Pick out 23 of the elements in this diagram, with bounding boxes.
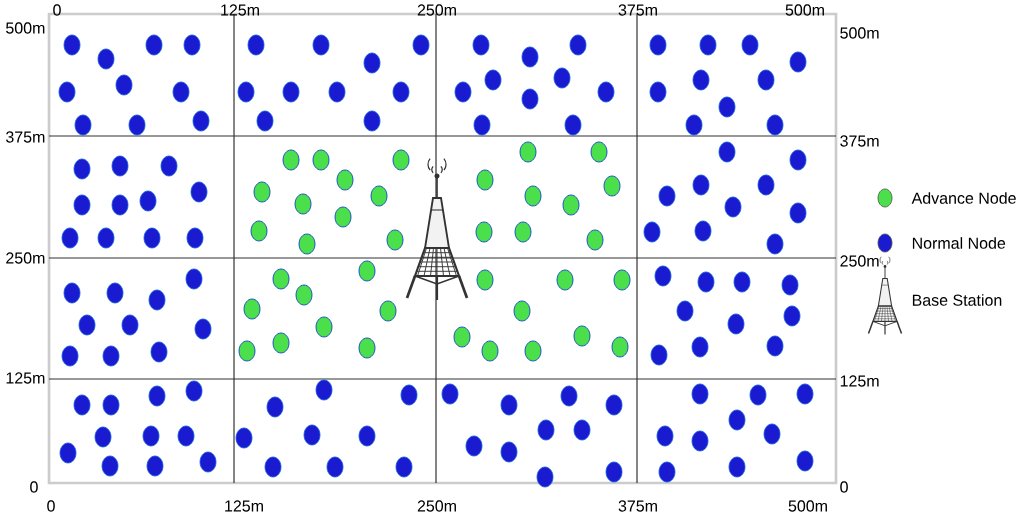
axis-tick-label: 125m	[225, 500, 263, 512]
axis-tick-label: 250m	[6, 252, 45, 264]
legend-label: Normal Node	[912, 237, 1006, 249]
axis-tick-label: 375m	[618, 4, 657, 16]
axis-tick-label: 125m	[6, 372, 45, 384]
axis-tick-label: 500m	[788, 500, 827, 512]
axis-tick-label: 0	[840, 481, 848, 493]
axis-tick-label: 0	[47, 500, 55, 512]
axis-tick-label: 500m	[840, 27, 879, 39]
axis-tick-label: 250m	[840, 255, 879, 267]
legend-label: Advance Node	[911, 192, 1016, 204]
axis-tick-label: 250m	[417, 4, 456, 16]
axis-tick-label: 0	[30, 481, 38, 493]
legend-label: Base Station	[912, 294, 1002, 306]
axis-tick-label: 375m	[840, 135, 879, 147]
axis-tick-label: 500m	[785, 4, 824, 16]
axis-tick-label: 375m	[6, 131, 45, 143]
axis-tick-label: 250m	[417, 500, 456, 512]
axis-tick-label: 125m	[840, 375, 879, 387]
axis-tick-label: 500m	[6, 22, 45, 34]
axis-tick-label: 375m	[618, 500, 657, 512]
axis-tick-label: 0	[53, 4, 61, 16]
axis-tick-label: 125m	[221, 4, 259, 16]
